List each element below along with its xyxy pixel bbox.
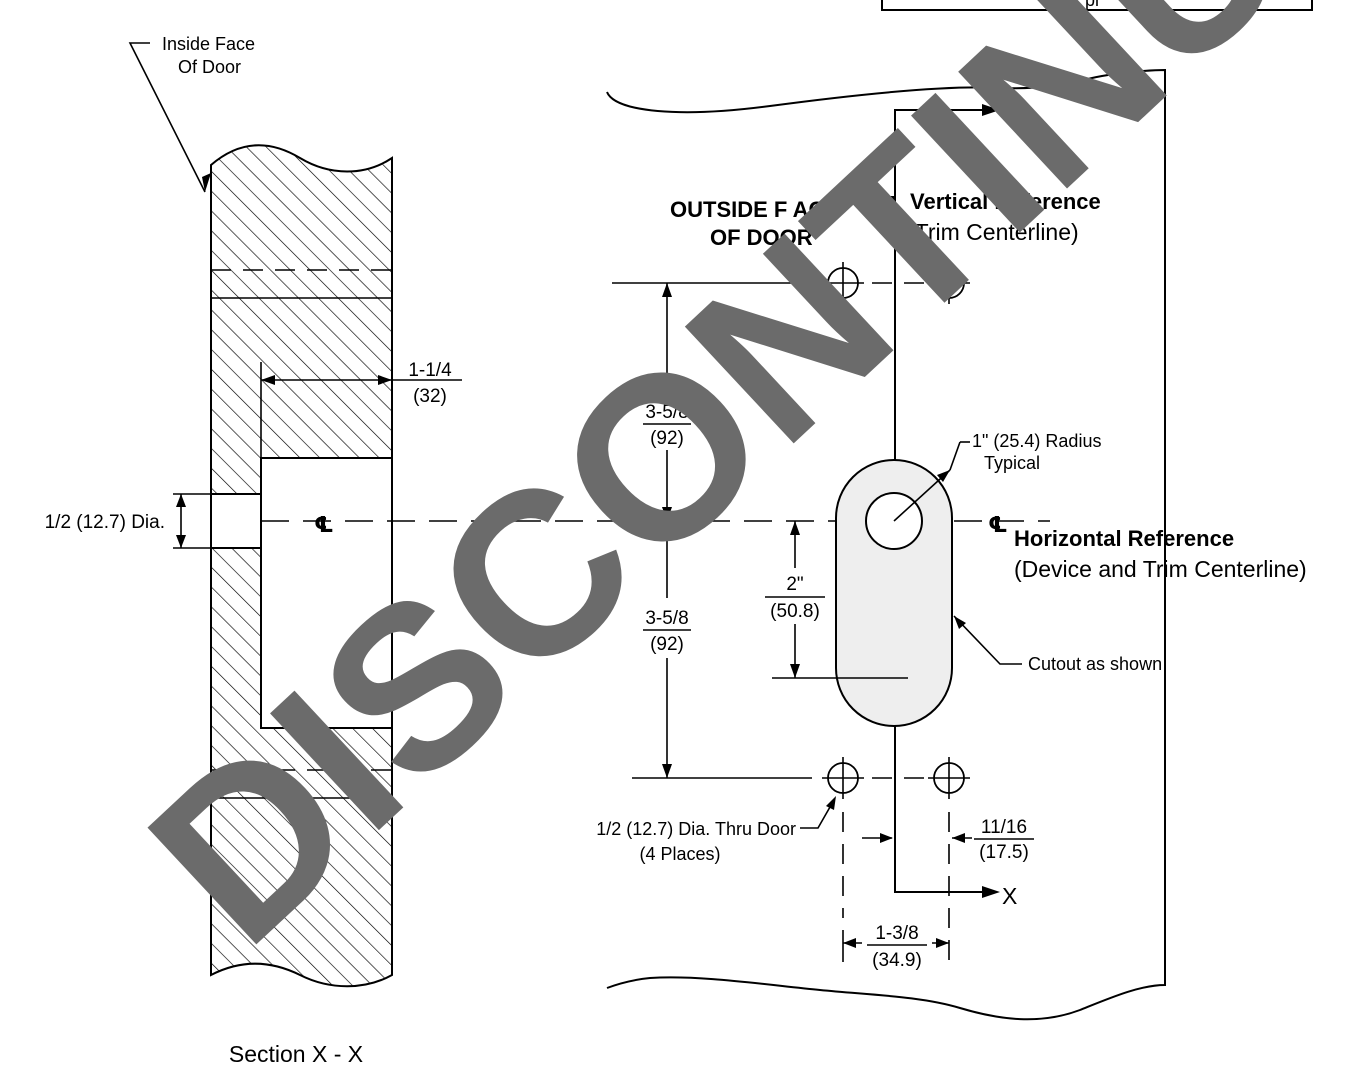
thru-hole-top-right [928, 262, 970, 304]
section-mark-bottom: X [1002, 883, 1017, 909]
dim-hole-offset-inch: 11/16 [981, 817, 1027, 838]
vertical-ref-subtitle: (Trim Centerline) [907, 219, 1079, 245]
dim-lower-spacing-mm: (92) [650, 634, 684, 655]
title-box-text: pi [1085, 0, 1099, 10]
thru-hole-bottom-left [822, 757, 864, 799]
dim-slot-offset-inch: 2" [786, 574, 803, 595]
dim-upper-spacing-mm: (92) [650, 428, 684, 449]
dim-upper-spacing-inch: 3-5/8 [645, 402, 688, 423]
thru-hole-top-left [822, 262, 864, 304]
thru-hole [210, 493, 262, 549]
inside-face-label-line1: Inside Face [162, 34, 255, 54]
section-view: ℄ 1-1/4 (32) 1/2 (12.7) Dia. Inside Face… [45, 34, 640, 1067]
slot-cutout [835, 459, 953, 727]
dim-hole-offset-mm: (17.5) [979, 842, 1029, 863]
dim-hole-spacing-inch: 1-3/8 [875, 923, 918, 944]
dim-lower-spacing-inch: 3-5/8 [645, 608, 688, 629]
horizontal-ref-subtitle: (Device and Trim Centerline) [1014, 556, 1307, 582]
device-pocket [260, 457, 393, 729]
radius-label-line1: 1" (25.4) Radius [972, 431, 1101, 451]
dim-pocket-depth-mm: (32) [413, 386, 447, 407]
radius-label-line2: Typical [984, 453, 1040, 473]
outside-face-label-line2: OF DOOR [710, 225, 813, 250]
outside-face-label-line1: OUTSIDE F ACE [670, 197, 839, 222]
face-view: X X ℄ Horizontal Reference (Device and T… [596, 68, 1307, 1021]
door-outline [606, 68, 1166, 1021]
section-centerline-symbol: ℄ [314, 512, 334, 537]
section-caption: Section X - X [229, 1041, 363, 1067]
thru-door-label-line2: (4 Places) [639, 844, 720, 864]
vertical-ref-title: Vertical Reference [910, 189, 1101, 214]
half-dia-label: 1/2 (12.7) Dia. [45, 512, 165, 533]
vertical-centerline-symbol: ℄ [883, 192, 903, 217]
dim-hole-spacing-mm: (34.9) [872, 950, 922, 971]
horizontal-ref-title: Horizontal Reference [1014, 526, 1234, 551]
section-mark-top: X [1002, 98, 1017, 124]
horizontal-centerline-symbol: ℄ [988, 512, 1008, 537]
dim-pocket-depth-inch: 1-1/4 [408, 360, 452, 381]
thru-door-label-line1: 1/2 (12.7) Dia. Thru Door [596, 819, 796, 839]
cutout-label: Cutout as shown [1028, 654, 1162, 674]
dim-slot-offset-mm: (50.8) [770, 601, 820, 622]
title-box-fragment: pi [881, 0, 1313, 11]
inside-face-label-line2: Of Door [178, 57, 241, 77]
thru-hole-bottom-right [928, 757, 970, 799]
